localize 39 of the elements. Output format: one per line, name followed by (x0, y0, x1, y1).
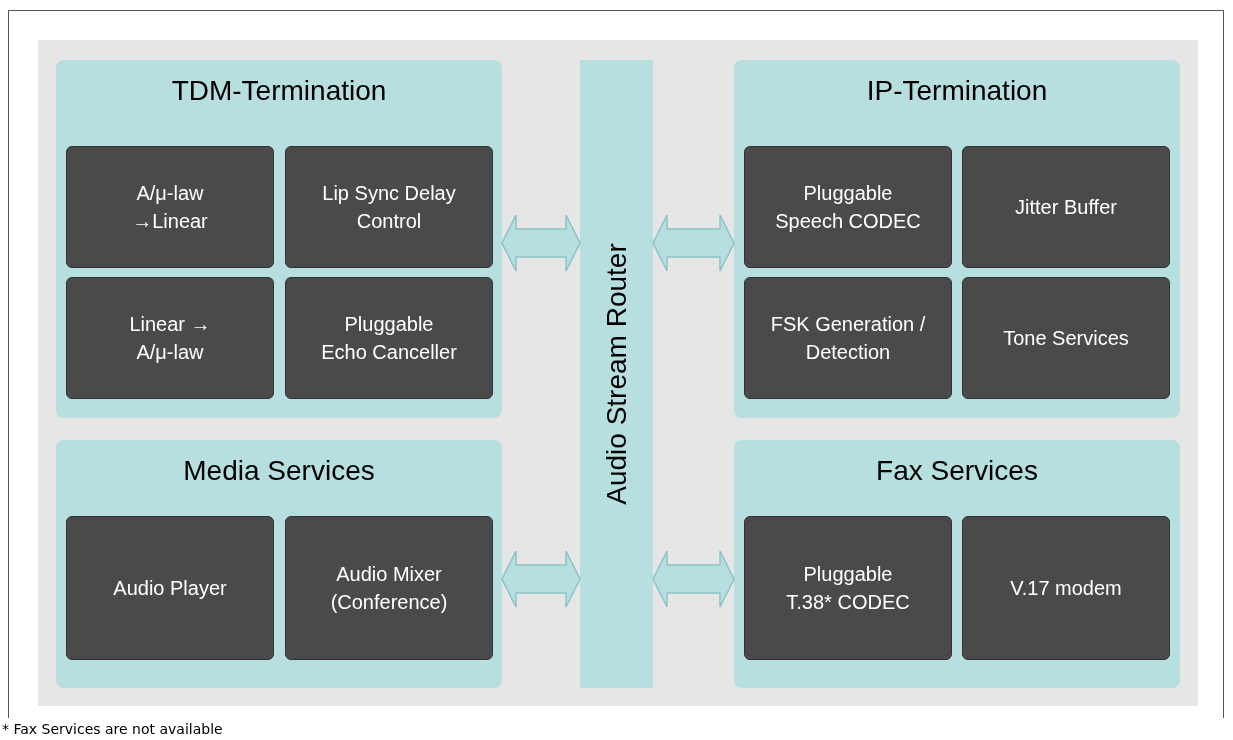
module-block (66, 277, 274, 399)
module-label: Lip Sync Delay Control (321, 181, 457, 234)
module-label: Pluggable Speech CODEC (774, 181, 922, 234)
router-label: Audio Stream Router (599, 243, 633, 505)
module-block (285, 146, 493, 268)
group-panel (56, 440, 502, 688)
module-block (66, 516, 274, 660)
module-block (744, 516, 952, 660)
group-panel (56, 60, 502, 418)
double-arrow (652, 550, 735, 608)
double-arrow (501, 214, 581, 272)
module-label: V.17 modem (1010, 576, 1122, 601)
module-block (66, 146, 274, 268)
module-label: Pluggable T.38* CODEC (785, 562, 911, 615)
panel-title: Fax Services (875, 454, 1039, 488)
module-label: Tone Services (1003, 326, 1129, 351)
module-block (962, 146, 1170, 268)
group-panel (734, 60, 1180, 418)
module-label: FSK Generation / Detection (769, 312, 927, 365)
module-label: Audio Player (113, 576, 227, 601)
module-block (285, 277, 493, 399)
footnote: * Fax Services are not available (2, 720, 223, 738)
router-bar (580, 60, 653, 688)
module-label: Audio Mixer (Conference) (329, 562, 449, 615)
module-block (962, 516, 1170, 660)
module-block (962, 277, 1170, 399)
group-panel (734, 440, 1180, 688)
module-block (744, 146, 952, 268)
panel-title: IP-Termination (865, 74, 1049, 108)
module-block (744, 277, 952, 399)
panel-title: Media Services (182, 454, 376, 488)
module-label: Linear → A/μ-law (128, 312, 212, 365)
module-block (285, 516, 493, 660)
double-arrow (652, 214, 735, 272)
module-label: A/μ-law →Linear (131, 181, 209, 234)
double-arrow (501, 550, 581, 608)
panel-title: TDM-Termination (170, 74, 388, 108)
module-label: Pluggable Echo Canceller (320, 312, 458, 365)
module-label: Jitter Buffer (1015, 195, 1117, 220)
